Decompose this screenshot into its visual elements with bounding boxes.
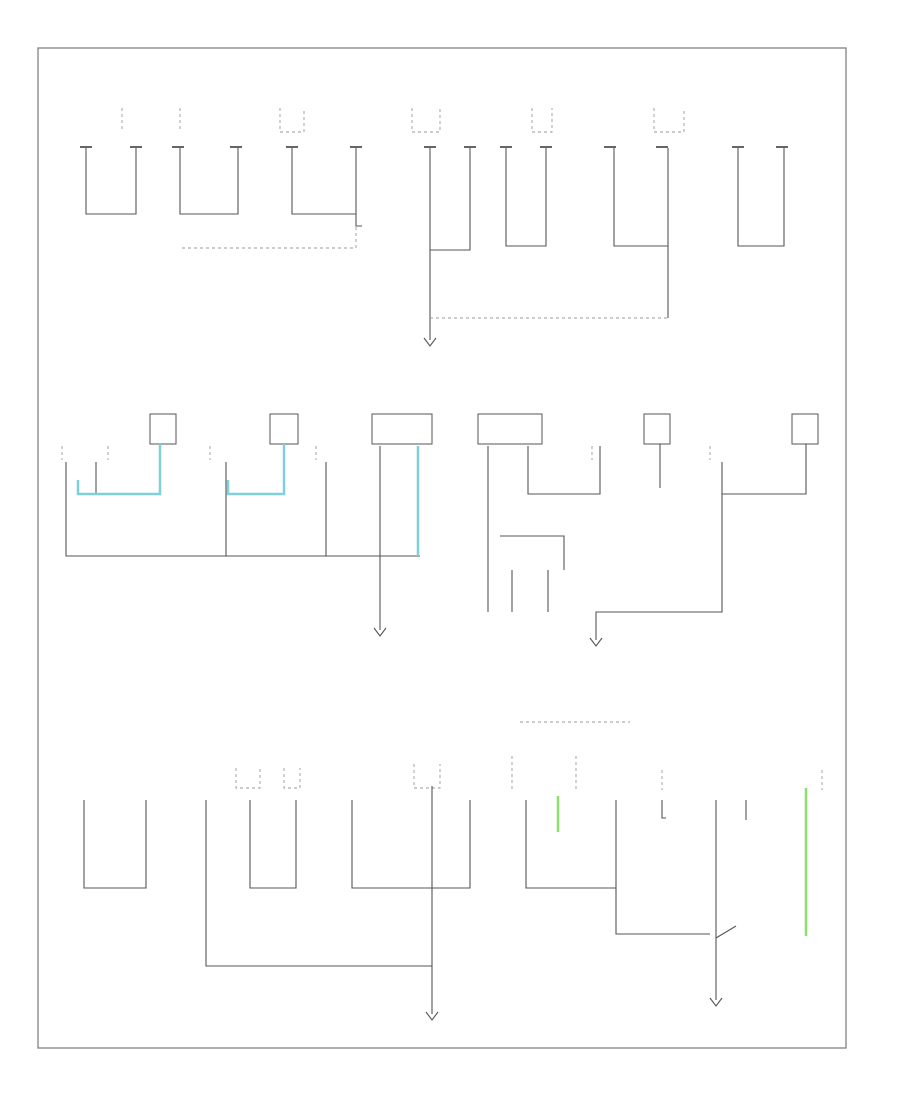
connector-box <box>791 413 819 445</box>
section-middle <box>61 413 819 647</box>
connector-box <box>269 413 299 445</box>
connector-box <box>371 413 433 445</box>
section-bottom <box>83 721 823 1021</box>
connector-box <box>477 413 543 445</box>
section-top <box>80 108 788 347</box>
connector-box <box>643 413 671 445</box>
diagram-frame <box>37 47 847 1049</box>
connector-box <box>149 413 177 445</box>
